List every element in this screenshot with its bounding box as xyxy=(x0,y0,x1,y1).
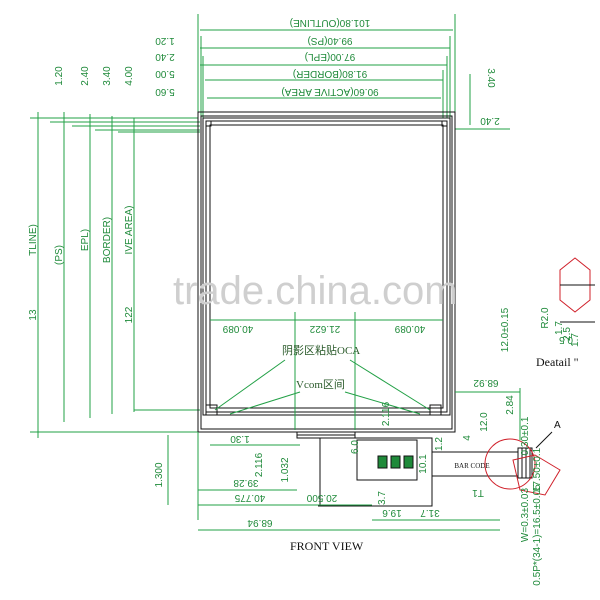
dim-4: 4 xyxy=(462,435,473,441)
dim-1300: 1.300 xyxy=(154,462,165,487)
detail-17b-label: 1.7 xyxy=(570,333,581,347)
left-ps-label: (PS) xyxy=(54,245,65,265)
active-margin-label: 5.60 xyxy=(155,86,175,97)
callout-a-letter: A xyxy=(554,420,561,431)
dim-20500: 20.500 xyxy=(306,492,337,503)
ps-margin-label: 1.20 xyxy=(155,35,175,46)
right-bottom-dims: 68.92 2.84 12.0 4 1.2 10.1 6.0 2.116 xyxy=(350,377,521,474)
border-width-label: 91.80(BORDER) xyxy=(293,68,367,79)
connector-spec-texts: 0.30±0.1 17.50±0.1 W=0.3±0.03 0.5P*(34-1… xyxy=(472,416,543,586)
connector-t2-label: T1 xyxy=(472,487,484,498)
connector-pitch-label: 0.5P*(34-1)=16.5±0.05 xyxy=(532,484,543,586)
dim-2116: 2.116 xyxy=(254,452,265,477)
epl-width-label: 97.00(EPL) xyxy=(305,51,356,62)
dim-6892: 68.92 xyxy=(473,377,498,388)
mid-dim-c: 40.089 xyxy=(394,323,425,334)
chinese-notes: 阴影区粘贴OCA Vcom区间 xyxy=(214,343,431,415)
left-height-122-label: 122 xyxy=(124,306,135,323)
detail-17a-label: 1.7 xyxy=(554,321,565,335)
outline-width-label: 101.80(OUTLINE) xyxy=(290,17,371,28)
dim-60: 6.0 xyxy=(350,440,361,454)
detail-r-label: R2.0 xyxy=(540,307,551,329)
left-epl-label: EPL) xyxy=(80,229,91,251)
left-height-13-label: 13 xyxy=(28,309,39,321)
dim-12-right: 1.2 xyxy=(434,437,445,451)
left-dimension-stack: 1.20 2.40 3.40 4.00 TLINE) (PS) EPL) BOR… xyxy=(28,66,200,438)
dim-21-small: 2.116 xyxy=(381,401,392,426)
callout-a: A xyxy=(484,420,561,496)
detail-view: R2.0 1.7 2.5 1.7 0.5 12.0±0.15 Deatail " xyxy=(500,257,595,369)
connector-len-label: 17.50±0.1 xyxy=(532,447,543,492)
view-label: FRONT VIEW xyxy=(290,539,364,553)
mid-dim-a: 40.089 xyxy=(222,323,253,334)
connector-t-label: 0.30±0.1 xyxy=(520,416,531,455)
detail-05-label: 0.5 xyxy=(559,334,573,345)
detail-12-label: 12.0±0.15 xyxy=(500,307,511,352)
mid-dim-b: 21.622 xyxy=(309,323,340,334)
fpc-assembly: BAR CODE xyxy=(296,431,533,507)
detail-title: Deatail " xyxy=(536,355,579,369)
right-margin-240-label: 2.40 xyxy=(480,115,500,126)
top-dimension-stack: 101.80(OUTLINE) 99.40(PS) 1.20 97.00(EPL… xyxy=(155,14,510,130)
left-margin-400-label: 4.00 xyxy=(124,66,135,86)
dim-40775: 40.775 xyxy=(234,492,265,503)
active-width-label: 90.60(ACTIVE AREA) xyxy=(281,86,378,97)
dim-3928: 39.28 xyxy=(233,477,258,488)
dim-1032: 1.032 xyxy=(280,457,291,482)
bar-code-label: BAR CODE xyxy=(454,462,489,470)
dim-6894: 68.94 xyxy=(247,517,272,528)
left-border-label: BORDER) xyxy=(102,217,113,263)
dim-37: 3.7 xyxy=(377,491,388,505)
border-margin-label: 5.00 xyxy=(155,68,175,79)
left-margin-120-label: 1.20 xyxy=(54,66,65,86)
dim-317: 31.7 xyxy=(420,507,440,518)
ps-width-label: 99.40(PS) xyxy=(307,35,352,46)
dim-120: 12.0 xyxy=(479,412,490,432)
oca-note: 阴影区粘贴OCA xyxy=(282,343,360,357)
dim-284: 2.84 xyxy=(505,395,516,415)
mid-dimension-row: 40.089 21.622 40.089 xyxy=(210,312,443,430)
vcom-note: Vcom区间 xyxy=(296,378,345,391)
epl-margin-label: 2.40 xyxy=(155,51,175,62)
left-active-label: IVE AREA) xyxy=(124,206,135,255)
detail-25-label: 2.5 xyxy=(562,327,573,341)
left-margin-240-label: 2.40 xyxy=(80,66,91,86)
connector-w-label: W=0.3±0.03 xyxy=(520,488,531,543)
bottom-dimension-stack: 1.30 1.300 2.116 1.032 39.28 40.775 20.5… xyxy=(154,432,500,531)
left-outline-label: TLINE) xyxy=(28,224,39,256)
watermark: trade.china.com xyxy=(173,269,458,313)
dim-130: 1.30 xyxy=(230,433,250,444)
left-margin-340-label: 3.40 xyxy=(102,66,113,86)
dim-196: 19.6 xyxy=(382,507,402,518)
right-margin-340-label: 3.40 xyxy=(485,68,496,88)
dim-101: 10.1 xyxy=(418,454,429,474)
